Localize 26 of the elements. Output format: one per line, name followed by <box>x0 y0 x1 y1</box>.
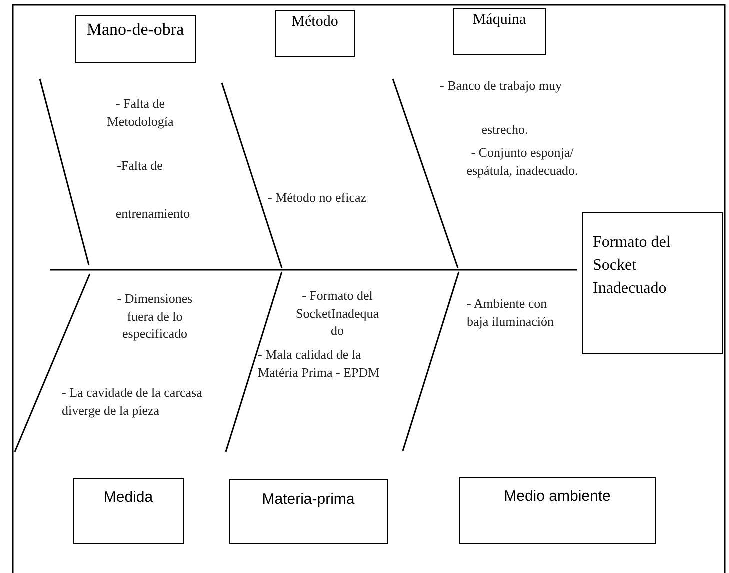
category-label: Medio ambiente <box>503 488 612 505</box>
cause-text: - Mala calidad de la Matéria Prima - EPDM <box>258 346 381 382</box>
category-label: Mano-de-obra <box>86 20 186 40</box>
cause-text: - Conjunto esponja/ espátula, inadecuado. <box>466 144 580 180</box>
cause-text: - La cavidade de la carcasa diverge de la pieza <box>62 384 204 420</box>
effect-text: Formato del Socket Inadecuado <box>593 233 672 300</box>
cause-text: estrecho. <box>480 121 530 139</box>
cause-text: entrenamiento <box>114 205 192 223</box>
category-box <box>75 15 196 63</box>
category-box <box>229 479 388 544</box>
category-box <box>73 478 184 544</box>
category-label: Método <box>290 14 340 31</box>
category-label: Máquina <box>472 12 528 29</box>
category-box <box>453 8 546 55</box>
cause-text: - Formato del SocketInadequa do <box>294 287 380 340</box>
cause-text: - Falta de Metodología <box>106 95 175 130</box>
category-label: Materia-prima <box>261 491 356 508</box>
category-label: Medida <box>102 489 154 506</box>
category-box <box>459 477 656 544</box>
cause-text: - Banco de trabajo muy <box>440 77 564 95</box>
cause-text: - Dimensiones fuera de lo especificado <box>116 290 194 343</box>
effect-box <box>582 212 723 354</box>
cause-text: -Falta de <box>116 157 164 175</box>
cause-text: - Ambiente con baja iluminación <box>467 295 556 330</box>
cause-text: - Método no eficaz <box>268 189 368 207</box>
category-box <box>275 10 355 57</box>
